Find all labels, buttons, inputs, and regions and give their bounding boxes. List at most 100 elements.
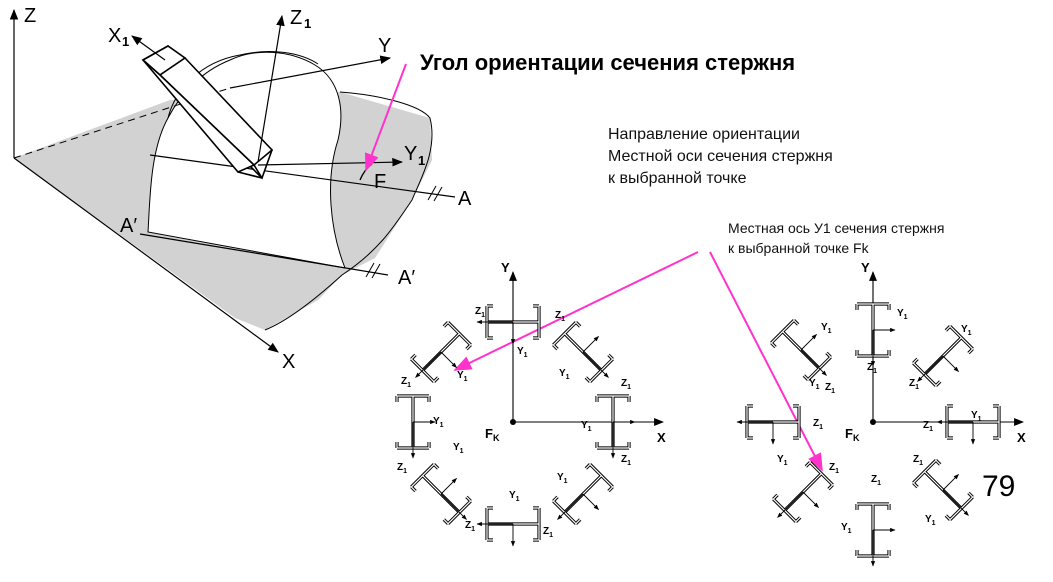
rod (141, 45, 274, 180)
label-y1: Y1 (809, 378, 820, 391)
note-line: Местная ось У1 сечения стержня (728, 220, 945, 236)
axis-y-dashed (13, 87, 231, 159)
label-z1: Z1 (923, 420, 933, 433)
page-number: 79 (982, 470, 1016, 503)
label-y1-sub: 1 (588, 426, 592, 433)
label-y1: Y1 (961, 324, 972, 337)
label-z1-sub: 1 (915, 384, 919, 391)
label-z1: Z1 (401, 376, 411, 389)
label-z1-sub: 1 (481, 312, 485, 319)
line-a-prime (139, 233, 389, 276)
label-y1-sub: 1 (968, 330, 972, 337)
i-beam-section (912, 459, 974, 521)
label-y1: Y1 (433, 416, 444, 429)
label-z1: Z1 (621, 378, 631, 391)
pointer-local-axis-left (453, 251, 699, 371)
label-z1-sub: 1 (831, 388, 835, 395)
label-axis-x: X (282, 351, 295, 373)
label-axis-y: Y (378, 35, 391, 57)
label-y1-sub: 1 (932, 520, 936, 527)
label-z1-sub: 1 (561, 316, 565, 323)
label-y1-sub: 1 (524, 352, 528, 359)
label-z1-sub: 1 (407, 382, 411, 389)
label-point-f: F (374, 171, 386, 193)
label-y1-sub: 1 (564, 478, 568, 485)
label-y1: Y1 (581, 420, 592, 433)
label-z1-sub: 1 (929, 426, 933, 433)
note-line: к выбранной точке Fk (728, 240, 869, 256)
label-y1-sub: 1 (848, 528, 852, 535)
label-y1: Y1 (841, 522, 852, 535)
slide-title: Угол ориентации сечения стержня (420, 50, 796, 75)
i-beam-section (936, 404, 1001, 445)
label-z1: Z1 (829, 462, 839, 475)
axis-x1-line (131, 35, 166, 61)
label-axis-z: Z (24, 5, 36, 27)
i-beam-section (552, 321, 614, 383)
label-z1: Z1 (825, 382, 835, 395)
label-z1-sub: 1 (549, 532, 553, 539)
label-y1-sub: 1 (460, 448, 464, 455)
label-z1: Z1 (475, 306, 485, 319)
label-z1: Z1 (909, 378, 919, 391)
i-beam-section (552, 463, 614, 525)
i-beam-section (476, 506, 541, 547)
label-y1: Y1 (509, 490, 520, 503)
label-axis-y: Y (861, 260, 870, 275)
i-beam-section (410, 321, 472, 383)
label-axis-x: X (1017, 430, 1026, 445)
label-y1: Y1 (971, 410, 982, 423)
label-axis-z1: Z (290, 7, 302, 29)
i-beam-section (855, 502, 896, 567)
label-z1: Z1 (913, 454, 923, 467)
label-y1: Y1 (457, 370, 468, 383)
i-beam-section (595, 394, 636, 459)
label-y1: Y1 (925, 514, 936, 527)
label-y1-sub: 1 (464, 376, 468, 383)
label-y1-sub: 1 (816, 384, 820, 391)
label-z1: Z1 (555, 310, 565, 323)
surface-outline (264, 91, 433, 331)
label-z1: Z1 (813, 418, 823, 431)
label-y1: Y1 (897, 308, 908, 321)
label-axis-x1: X (108, 25, 121, 47)
line-a-prime-tick2 (371, 263, 381, 279)
label-center-fk: FK (485, 426, 500, 443)
label-line-a-prime-right: A′ (398, 267, 415, 289)
note-local-axis: Местная ось У1 сечения стержня к выбранн… (728, 218, 944, 258)
label-z1-sub: 1 (819, 424, 823, 431)
label-axis-x1-sub: 1 (122, 34, 129, 49)
label-y1: Y1 (777, 454, 788, 467)
i-beam-section (395, 394, 436, 459)
line-a-tick2 (433, 186, 443, 202)
label-y1: Y1 (517, 346, 528, 359)
label-y1-sub: 1 (904, 314, 908, 321)
label-y1-sub: 1 (828, 328, 832, 335)
label-axis-y1-sub: 1 (418, 153, 425, 168)
i-beam-section (410, 463, 472, 525)
i-beam-section (912, 325, 974, 387)
label-z1-sub: 1 (627, 460, 631, 467)
label-y1-sub: 1 (784, 460, 788, 467)
label-axis-x: X (657, 430, 666, 445)
label-y1-sub: 1 (440, 422, 444, 429)
note-line: к выбранной точке (608, 170, 747, 187)
label-z1-sub: 1 (873, 368, 877, 375)
label-z1-sub: 1 (919, 460, 923, 467)
label-z1: Z1 (871, 474, 881, 487)
label-y1: Y1 (559, 368, 570, 381)
label-y1: Y1 (821, 322, 832, 335)
label-center-fk: FK (845, 426, 860, 443)
axis-z1-line (257, 14, 285, 163)
label-z1: Z1 (867, 362, 877, 375)
label-z1: Z1 (543, 526, 553, 539)
pointer-title-arrow (364, 63, 407, 172)
i-beam-section (772, 461, 834, 523)
axis-y-line (229, 55, 392, 89)
line-a-tick1 (427, 185, 437, 201)
line-a (149, 154, 456, 198)
label-z1: Z1 (621, 454, 631, 467)
